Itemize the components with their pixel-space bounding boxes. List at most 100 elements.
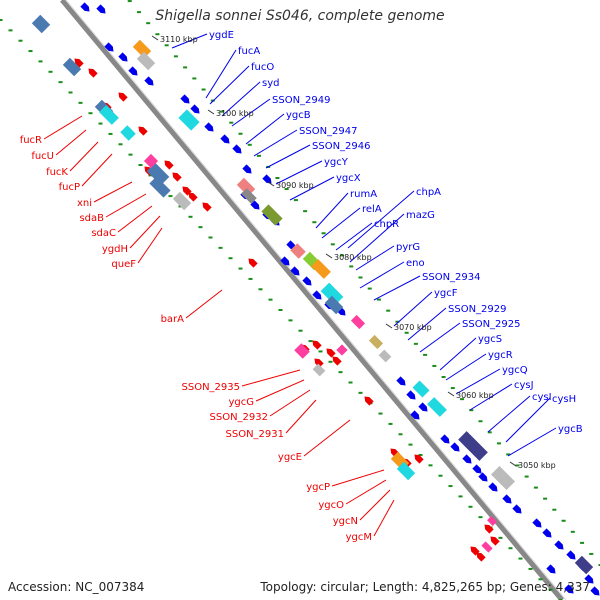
gene-label-forward: ygcS — [478, 334, 502, 345]
gene-label-forward: SSON_2947 — [299, 126, 358, 137]
gc-dot — [278, 309, 283, 311]
label-leader-line — [407, 307, 447, 341]
gene-label-reverse: SSON_2935 — [182, 382, 241, 393]
gene-label-forward: relA — [362, 204, 382, 215]
label-leader-line — [129, 215, 161, 249]
label-leader-line — [253, 129, 298, 157]
gc-dot — [487, 431, 492, 434]
tick-label: 3090 kbp — [276, 181, 314, 190]
reverse-gene-arrow — [364, 396, 374, 406]
gene-label-reverse: queF — [111, 259, 136, 270]
feature-block — [294, 343, 310, 359]
gc-dot — [48, 70, 53, 73]
tick-mark — [267, 181, 275, 187]
gc-dot — [478, 516, 483, 519]
gc-dot — [432, 364, 437, 367]
gene-label-reverse: ygcP — [306, 482, 330, 493]
label-leader-line — [285, 399, 317, 434]
feature-block — [350, 314, 366, 330]
gc-dot — [318, 350, 323, 353]
label-leader-line — [373, 499, 395, 537]
tick-mark — [509, 461, 517, 467]
tick-label: 3050 kbp — [518, 461, 556, 470]
gene-label-forward: rumA — [350, 189, 377, 200]
gc-dot — [220, 110, 225, 113]
reverse-gene-arrow — [164, 160, 174, 170]
label-leader-line — [241, 369, 301, 387]
feature-block — [574, 555, 594, 575]
forward-gene-arrow — [232, 144, 242, 154]
gc-dot — [298, 329, 303, 332]
gc-dot — [386, 309, 391, 312]
reverse-gene-arrow — [248, 258, 258, 268]
label-leader-line — [289, 176, 335, 201]
gc-dot — [258, 288, 263, 291]
label-leader-line — [321, 207, 361, 239]
feature-block — [378, 349, 392, 363]
forward-gene-arrow — [554, 540, 564, 550]
gene-label-reverse: ygcO — [318, 500, 344, 511]
gc-dot — [238, 132, 243, 135]
gc-dot — [0, 19, 3, 21]
gene-label-forward: chpR — [374, 219, 399, 230]
reverse-gene-arrow — [202, 202, 212, 212]
feature-block — [290, 243, 306, 259]
gc-dot — [127, 0, 132, 3]
gc-dot — [404, 331, 409, 334]
gc-dot — [448, 485, 453, 488]
gc-dot — [524, 475, 529, 478]
forward-gene-arrow — [396, 376, 406, 386]
feature-block — [427, 397, 447, 417]
gene-label-forward: ygcY — [324, 157, 349, 168]
feature-block — [412, 380, 430, 398]
gene-label-reverse: fucR — [20, 135, 42, 146]
forward-gene-arrow — [472, 464, 482, 474]
gc-dot — [293, 199, 298, 202]
feature-block — [396, 461, 416, 481]
gc-dot — [308, 340, 313, 343]
feature-block — [487, 516, 497, 526]
reverse-gene-arrow — [118, 92, 128, 102]
gc-dot — [78, 101, 83, 104]
label-leader-line — [137, 227, 163, 264]
gc-dot — [229, 121, 234, 124]
gene-label-reverse: fucP — [59, 182, 80, 193]
label-leader-line — [349, 213, 405, 263]
forward-gene-arrow — [590, 586, 600, 596]
gc-dot — [303, 210, 308, 213]
label-leader-line — [469, 383, 513, 411]
forward-gene-arrow — [220, 134, 230, 144]
gc-dot — [138, 164, 143, 166]
gc-dot — [398, 433, 403, 436]
gc-dot — [98, 122, 103, 125]
gc-dot — [338, 371, 343, 374]
gc-dot — [164, 44, 169, 47]
gc-dot — [58, 81, 63, 84]
gc-dot — [528, 567, 533, 570]
feature-block — [312, 363, 326, 377]
tick-mark — [325, 253, 333, 259]
gc-dot — [376, 298, 381, 301]
label-leader-line — [185, 289, 223, 319]
label-leader-line — [393, 291, 433, 327]
gene-label-forward: cysI — [532, 392, 552, 403]
gc-dot — [284, 188, 289, 191]
feature-block — [481, 541, 493, 553]
gc-dot — [508, 547, 513, 550]
gc-dot — [288, 319, 293, 322]
feature-block — [172, 191, 192, 211]
label-leader-line — [81, 153, 113, 187]
tick-label: 3080 kbp — [334, 253, 372, 262]
feature-block — [120, 125, 136, 141]
gene-label-reverse: fucU — [31, 151, 54, 162]
gc-dot — [88, 112, 93, 115]
feature-block — [236, 177, 256, 197]
gc-dot — [201, 88, 206, 91]
gene-label-forward: ygcF — [434, 288, 458, 299]
gene-label-reverse: ygcE — [278, 452, 302, 463]
gene-label-reverse: fucK — [46, 167, 68, 178]
label-leader-line — [265, 144, 311, 169]
tick-label: 3110 kbp — [160, 35, 198, 44]
forward-gene-arrow — [488, 482, 498, 492]
